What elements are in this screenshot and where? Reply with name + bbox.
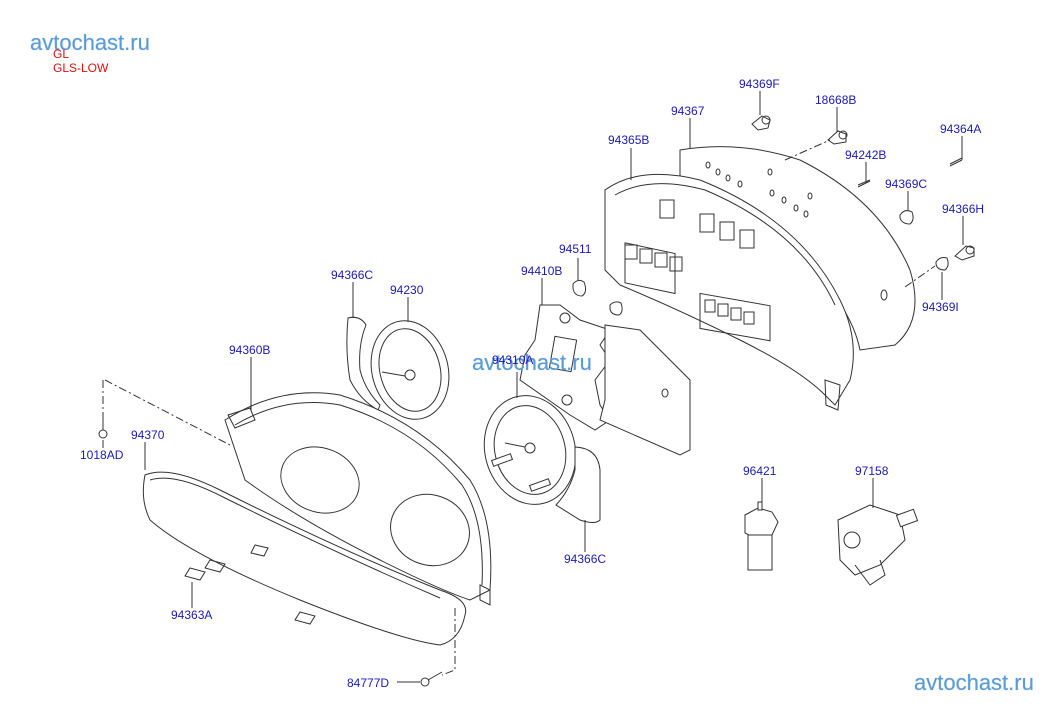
label-18668B[interactable]: 18668B bbox=[815, 93, 857, 107]
housing-94360B[interactable] bbox=[224, 392, 492, 606]
leader-lines bbox=[102, 91, 964, 683]
label-94366H[interactable]: 94366H bbox=[942, 202, 985, 216]
label-94364A[interactable]: 94364A bbox=[940, 122, 982, 136]
circuit-board-94410B[interactable] bbox=[519, 304, 611, 431]
label-94360B[interactable]: 94360B bbox=[229, 343, 271, 357]
cap-94369I[interactable] bbox=[935, 257, 949, 271]
label-94363A[interactable]: 94363A bbox=[171, 608, 213, 622]
bulb-94366H[interactable] bbox=[954, 245, 975, 261]
label-94369C[interactable]: 94369C bbox=[885, 177, 928, 191]
bulb-18668B[interactable] bbox=[827, 130, 848, 145]
label-94367[interactable]: 94367 bbox=[671, 104, 705, 118]
mask-94366C-top[interactable] bbox=[346, 316, 381, 411]
watermark-top-left: avtochast.ru bbox=[30, 30, 150, 55]
watermark-bottom-right: avtochast.ru bbox=[914, 670, 1034, 695]
rear-case-94365B[interactable] bbox=[604, 173, 854, 411]
screw-1018AD[interactable] bbox=[98, 412, 108, 439]
label-94511[interactable]: 94511 bbox=[559, 242, 592, 256]
label-94242B[interactable]: 94242B bbox=[845, 148, 887, 162]
flex-circuit-sheet bbox=[599, 324, 691, 456]
mask-94366C-bottom[interactable] bbox=[555, 446, 601, 523]
watermark-center: avtochast.ru bbox=[472, 350, 592, 375]
connector-97158[interactable] bbox=[837, 504, 919, 586]
bulb-94369F[interactable] bbox=[751, 115, 771, 131]
label-94366C-bottom[interactable]: 94366C bbox=[564, 552, 607, 566]
label-1018AD[interactable]: 1018AD bbox=[80, 448, 124, 462]
label-94365B[interactable]: 94365B bbox=[608, 133, 650, 147]
label-94410B[interactable]: 94410B bbox=[521, 264, 563, 278]
gauge-94230[interactable] bbox=[360, 312, 459, 428]
label-94230[interactable]: 94230 bbox=[390, 283, 424, 297]
label-94310A[interactable]: 94310A bbox=[492, 353, 534, 367]
cap-94511[interactable] bbox=[572, 279, 587, 297]
screw-84777D[interactable] bbox=[420, 671, 443, 687]
lens-94370[interactable] bbox=[142, 471, 467, 646]
cap-94369C[interactable] bbox=[899, 210, 914, 225]
variant-gls-low: GLS-LOW bbox=[53, 61, 109, 75]
cap-small bbox=[609, 301, 623, 316]
label-94366C-top[interactable]: 94366C bbox=[331, 268, 374, 282]
label-97158[interactable]: 97158 bbox=[855, 464, 889, 478]
variant-gl: GL bbox=[53, 47, 70, 61]
sender-96421[interactable] bbox=[744, 501, 779, 571]
label-84777D[interactable]: 84777D bbox=[347, 676, 390, 690]
screw-94242B[interactable] bbox=[857, 179, 871, 188]
label-96421[interactable]: 96421 bbox=[743, 464, 777, 478]
gauge-94310A[interactable] bbox=[472, 385, 587, 515]
label-94369F[interactable]: 94369F bbox=[739, 77, 780, 91]
label-94370[interactable]: 94370 bbox=[131, 428, 165, 442]
label-94369I[interactable]: 94369I bbox=[922, 300, 959, 314]
screw-94364A[interactable] bbox=[949, 157, 963, 167]
